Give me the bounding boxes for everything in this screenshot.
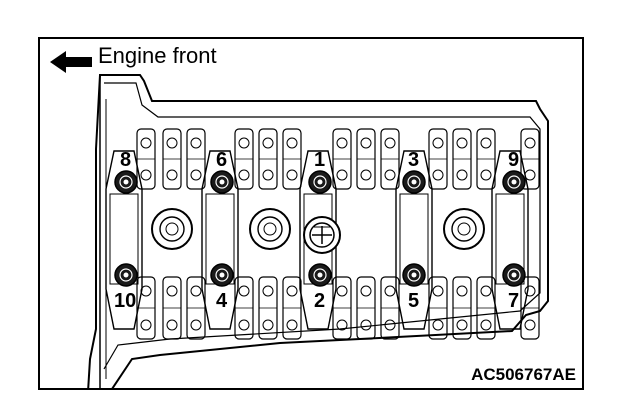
head-bolt: 9 — [502, 149, 526, 194]
rocker-arm — [136, 128, 156, 190]
bolt-number-2: 2 — [314, 290, 325, 312]
rocker-arm — [282, 128, 302, 190]
rocker-arm — [332, 276, 352, 340]
rocker-arm — [282, 276, 302, 340]
bolt-number-3: 3 — [408, 149, 419, 171]
rocker-arm — [520, 276, 540, 340]
diagram-frame: 1 2 3 4 5 6 7 8 9 10 Engine front AC506767AE — [38, 37, 584, 390]
rocker-arm — [234, 128, 254, 190]
head-bolt: 6 — [210, 149, 234, 194]
rocker-arm — [380, 128, 400, 190]
bolts-layer: 1 2 3 4 5 6 7 8 9 10 — [114, 149, 526, 312]
bolt-number-9: 9 — [508, 149, 519, 171]
bolt-number-1: 1 — [314, 149, 325, 171]
cam-sensor-icon — [303, 216, 341, 254]
engine-front-label: Engine front — [98, 43, 217, 68]
rocker-arm — [428, 128, 448, 190]
spark-plug-hole — [443, 208, 485, 250]
bolt-number-6: 6 — [216, 149, 227, 171]
spark-plug-holes — [151, 208, 485, 250]
rocker-arm — [428, 276, 448, 340]
rocker-arm — [452, 276, 472, 340]
rocker-arm — [452, 128, 472, 190]
head-bolt: 10 — [114, 263, 138, 312]
rocker-arm — [162, 128, 182, 190]
rocker-arms — [136, 128, 540, 340]
rocker-arm — [234, 276, 254, 340]
spark-plug-hole — [151, 208, 193, 250]
head-bolt: 2 — [308, 263, 332, 312]
bolt-number-8: 8 — [120, 149, 131, 171]
rocker-arm — [186, 276, 206, 340]
rocker-arm — [520, 128, 540, 190]
bolt-number-4: 4 — [216, 290, 228, 312]
bolt-number-7: 7 — [508, 290, 519, 312]
rocker-arm — [380, 276, 400, 340]
cylinder-head-outline — [87, 74, 549, 388]
bolt-number-5: 5 — [408, 290, 419, 312]
rocker-arm — [476, 276, 496, 340]
cylinder-head-diagram: 1 2 3 4 5 6 7 8 9 10 — [50, 51, 549, 388]
bolt-number-10: 10 — [114, 290, 136, 312]
head-bolt: 5 — [402, 263, 426, 312]
rocker-arm — [258, 276, 278, 340]
head-bolt: 1 — [308, 149, 332, 194]
rocker-arm — [332, 128, 352, 190]
head-bolt: 3 — [402, 149, 426, 194]
head-bolt: 4 — [210, 263, 234, 312]
head-bolt: 7 — [502, 263, 526, 312]
rocker-arm — [186, 128, 206, 190]
rocker-arm — [136, 276, 156, 340]
head-inner-edge — [103, 82, 541, 370]
head-bolt: 8 — [114, 149, 138, 194]
rocker-arm — [258, 128, 278, 190]
rocker-arm — [162, 276, 182, 340]
rocker-arm — [356, 128, 376, 190]
rocker-arm — [356, 276, 376, 340]
rocker-arm — [476, 128, 496, 190]
front-arrow-icon — [50, 51, 92, 73]
spark-plug-hole — [249, 208, 291, 250]
figure-reference-code: AC506767AE — [471, 365, 576, 384]
